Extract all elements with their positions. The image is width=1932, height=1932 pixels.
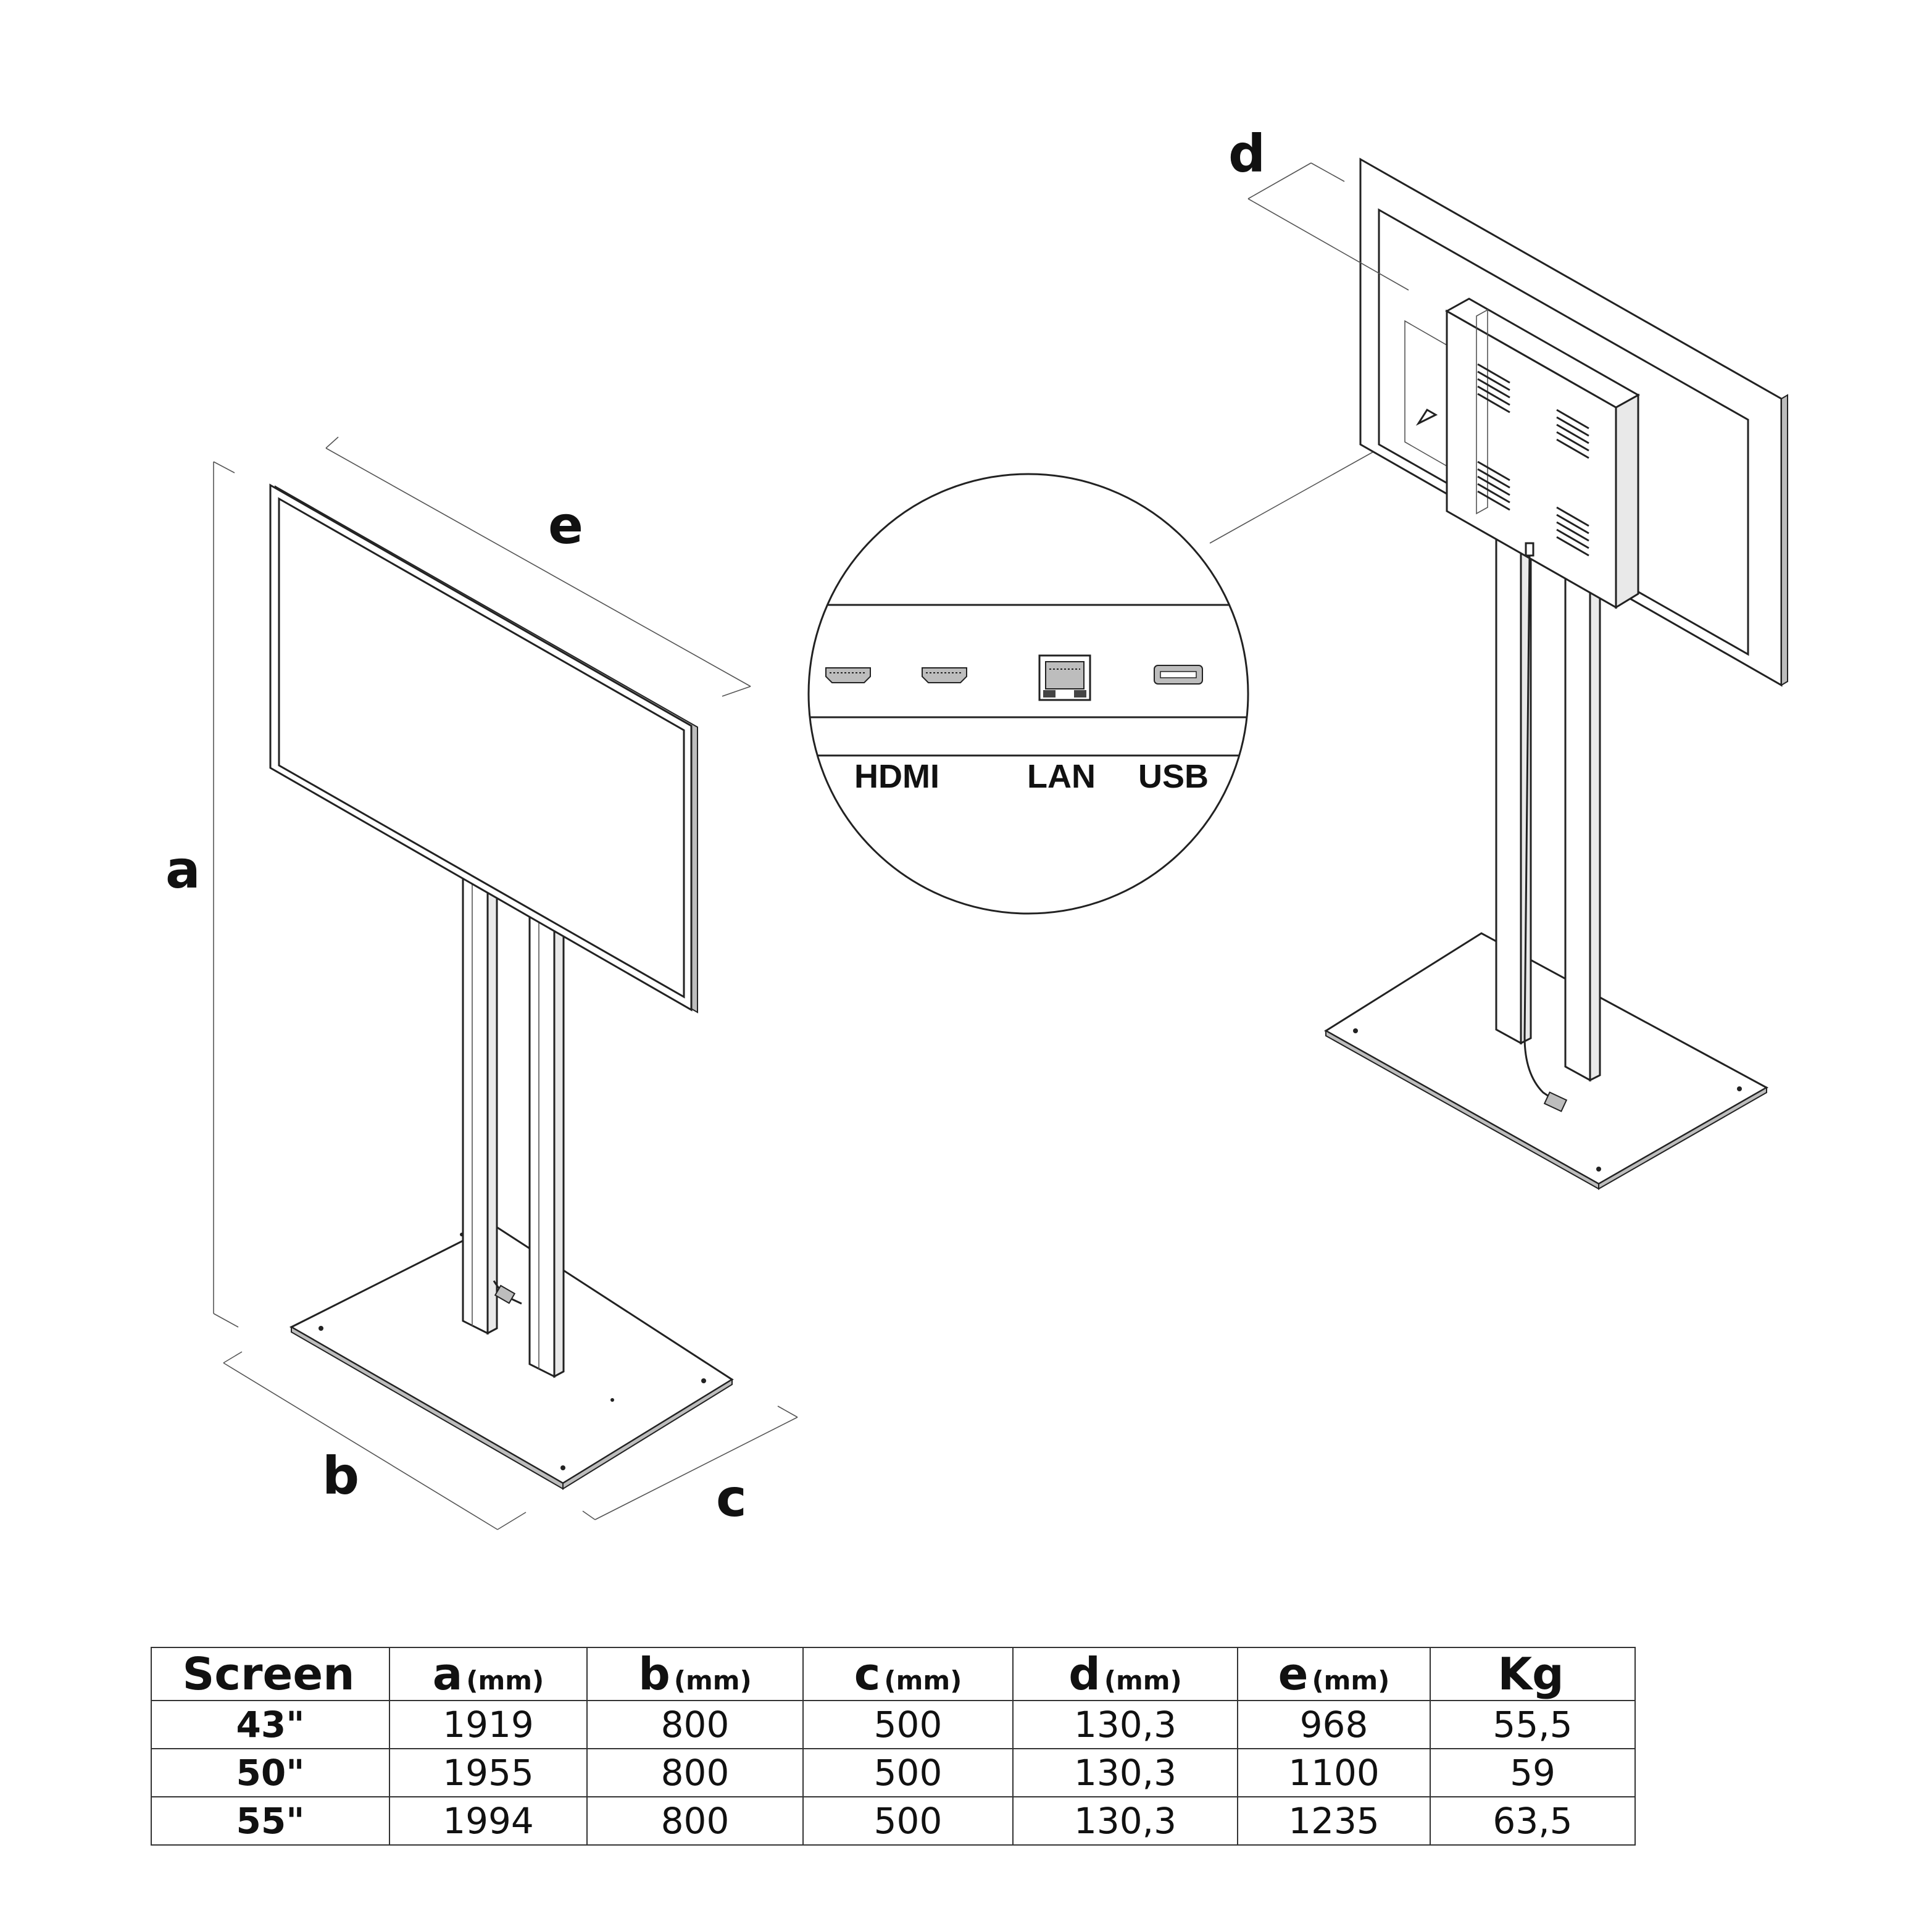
dimension-c-line (582, 1405, 798, 1520)
cell-b: 800 (586, 1700, 804, 1749)
cell-d: 130,3 (1012, 1748, 1238, 1797)
back-power-cable-icon (1523, 542, 1568, 1112)
cell-kg: 63,5 (1430, 1796, 1636, 1846)
dimension-c-label: c (716, 1468, 747, 1528)
cell-c: 500 (802, 1748, 1014, 1797)
cell-kg: 59 (1430, 1748, 1636, 1797)
cell-a: 1919 (389, 1700, 588, 1749)
front-pole-right (528, 912, 565, 1378)
cell-b: 800 (586, 1748, 804, 1797)
cell-c: 500 (802, 1796, 1014, 1846)
front-power-cable-icon (493, 1280, 522, 1305)
dimension-e-label: e (548, 495, 583, 556)
connector-detail-circle: HDMI LAN USB (807, 449, 1378, 915)
lan-port-icon (1038, 654, 1091, 701)
cell-e: 1235 (1237, 1796, 1431, 1846)
front-pole-left (462, 875, 498, 1335)
dimension-d-label: d (1228, 123, 1265, 184)
back-pole-right (1564, 572, 1601, 1082)
cell-screen: 43" (151, 1700, 390, 1749)
dimension-b-label: b (322, 1446, 359, 1506)
header-c: c(mm) (802, 1647, 1014, 1701)
dimension-a-line (213, 461, 239, 1328)
cell-c: 500 (802, 1700, 1014, 1749)
header-b: b(mm) (586, 1647, 804, 1701)
cell-b: 800 (586, 1796, 804, 1846)
header-e: e(mm) (1237, 1647, 1431, 1701)
product-drawing: a e b c (165, 123, 1788, 1530)
port-label-lan: LAN (1027, 758, 1096, 795)
header-d: d(mm) (1012, 1647, 1238, 1701)
cell-kg: 55,5 (1430, 1700, 1636, 1749)
usb-port-icon (1154, 665, 1203, 685)
header-a: a(mm) (389, 1647, 588, 1701)
table-header-row: Screen a(mm) b(mm) c(mm) d(mm) e(mm) Kg (151, 1647, 1636, 1701)
dimension-b-line (223, 1351, 527, 1530)
back-view-stand: d (1228, 123, 1788, 1190)
front-screen-panel (269, 483, 698, 1014)
back-base-plate (1324, 932, 1769, 1185)
cell-screen: 50" (151, 1748, 390, 1797)
cell-a: 1994 (389, 1796, 588, 1846)
cell-d: 130,3 (1012, 1700, 1238, 1749)
header-kg: Kg (1430, 1647, 1636, 1701)
port-label-usb: USB (1138, 758, 1209, 795)
port-label-hdmi: HDMI (854, 758, 939, 795)
table-row: 50" 1955 800 500 130,3 1100 59 (151, 1748, 1636, 1797)
cell-e: 968 (1237, 1700, 1431, 1749)
table-row: 55" 1994 800 500 130,3 1235 63,5 (151, 1796, 1636, 1846)
dimensions-table: Screen a(mm) b(mm) c(mm) d(mm) e(mm) Kg … (151, 1647, 1636, 1846)
dimension-a-label: a (165, 839, 201, 900)
header-screen: Screen (151, 1647, 390, 1701)
cell-d: 130,3 (1012, 1796, 1238, 1846)
dimension-d-line (1247, 162, 1409, 291)
cell-screen: 55" (151, 1796, 390, 1846)
cell-a: 1955 (389, 1748, 588, 1797)
front-view-stand: a e b c (165, 436, 798, 1530)
dimension-e-line (325, 436, 751, 697)
media-box (1415, 298, 1641, 609)
hdmi-port-icon (825, 667, 871, 683)
cell-e: 1100 (1237, 1748, 1431, 1797)
hdmi-port-icon (922, 667, 967, 683)
table-row: 43" 1919 800 500 130,3 968 55,5 (151, 1700, 1636, 1749)
